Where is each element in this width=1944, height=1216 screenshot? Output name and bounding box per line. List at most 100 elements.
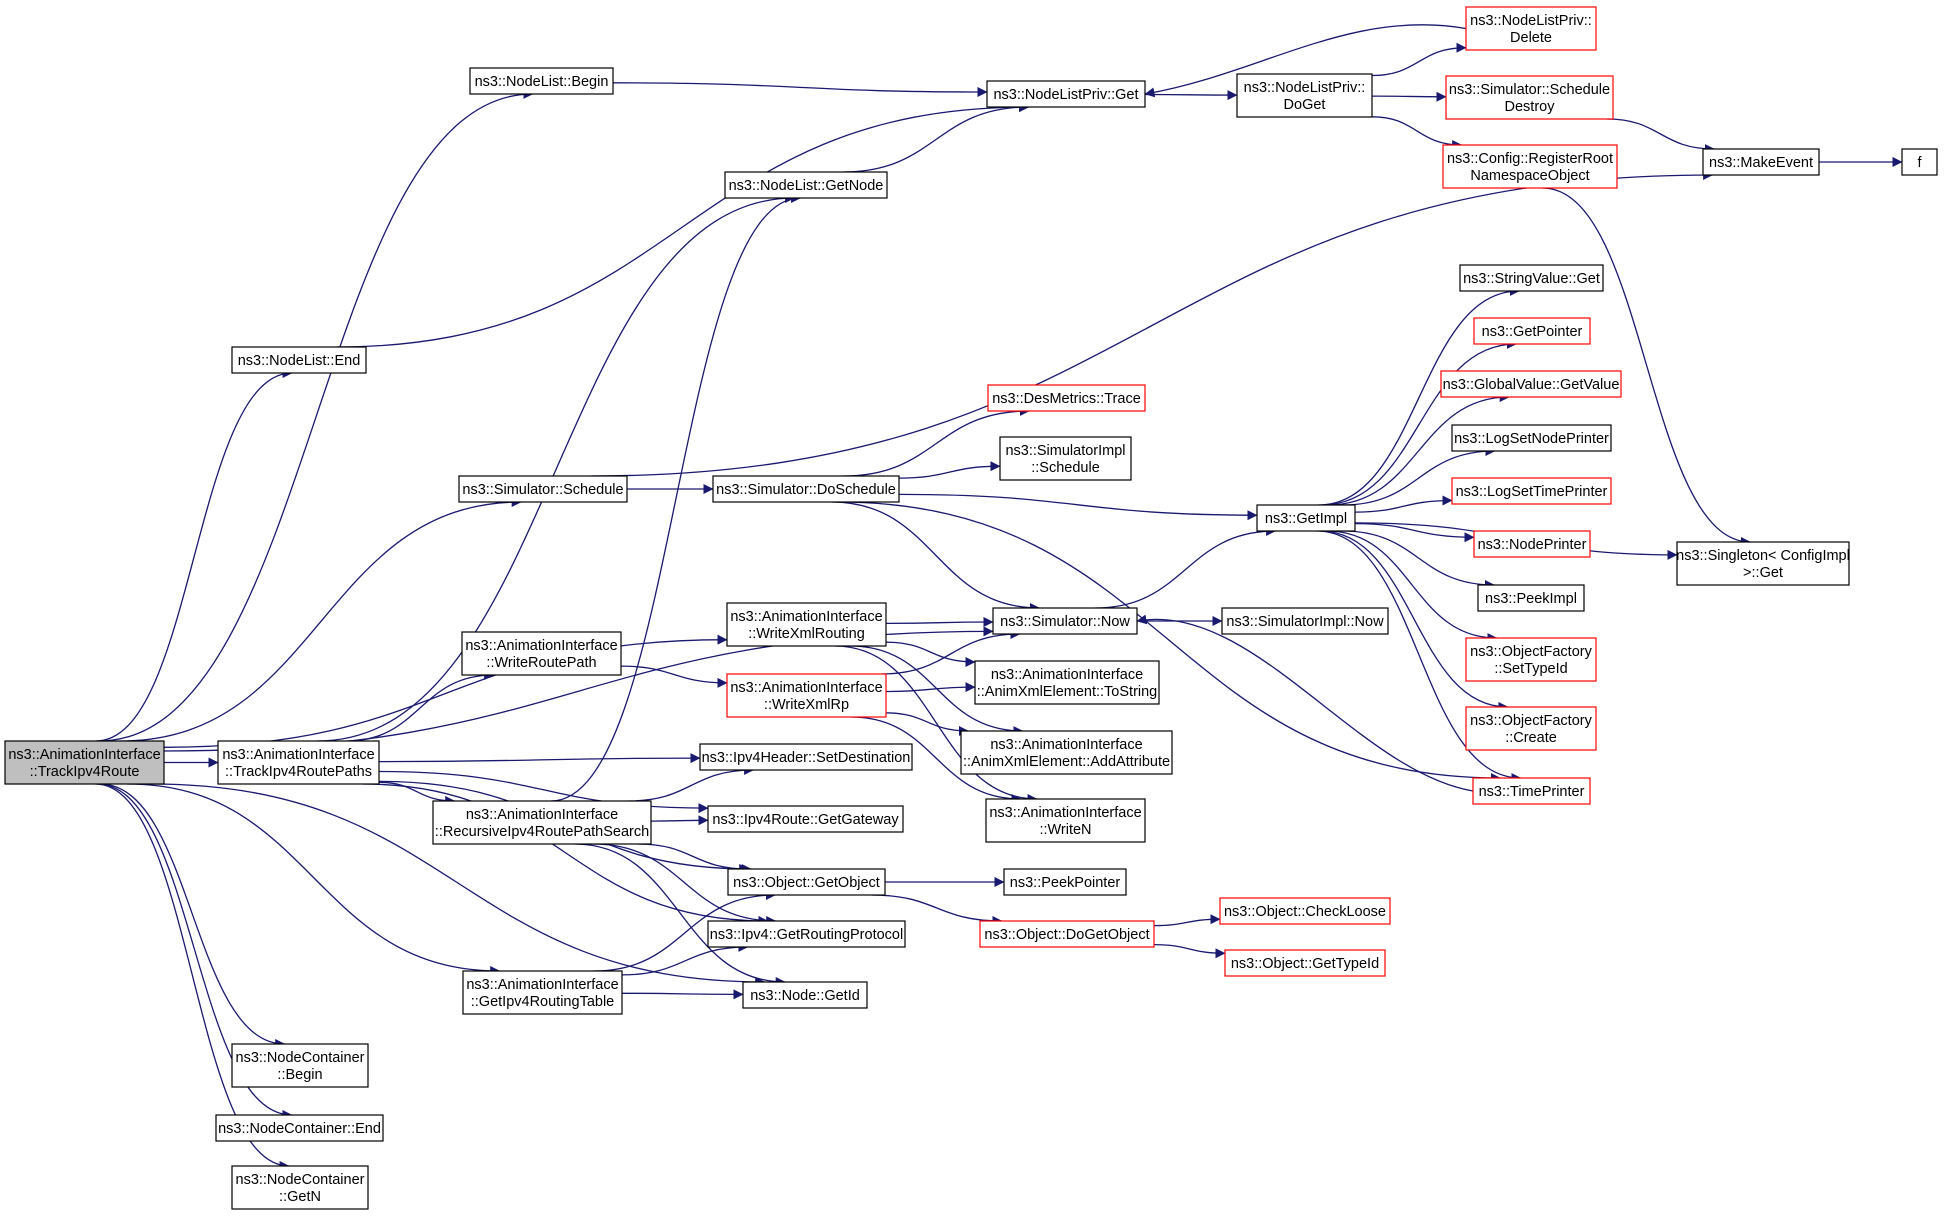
node-box: [1256, 504, 1356, 532]
node-label: ::WriteXmlRp: [764, 697, 849, 713]
graph-node-ipv4h-setdest[interactable]: ns3::Ipv4Header::SetDestination: [699, 743, 913, 771]
call-edge-sim-doschedule-to-des-trace: [843, 406, 1030, 477]
edge-path: [885, 641, 976, 667]
graph-node-write-route-path[interactable]: ns3::AnimationInterface::WriteRoutePath: [461, 631, 622, 676]
edge-path: [593, 890, 776, 972]
graph-node-nl-begin[interactable]: ns3::NodeList::Begin: [469, 67, 614, 95]
edge-path: [621, 942, 749, 976]
edge-path: [1144, 90, 1238, 101]
graph-node-node-printer[interactable]: ns3::NodePrinter: [1473, 530, 1591, 558]
node-label: ::AnimXmlElement::AddAttribute: [963, 754, 1170, 770]
graph-node-nl-getnode[interactable]: ns3::NodeList::GetNode: [724, 171, 888, 199]
graph-node-sim-schedule[interactable]: ns3::Simulator::Schedule: [458, 475, 628, 503]
graph-node-obj-gettypeid[interactable]: ns3::Object::GetTypeId: [1224, 949, 1386, 977]
edge-path: [336, 102, 1029, 348]
graph-node-sim-doschedule[interactable]: ns3::Simulator::DoSchedule: [712, 475, 900, 503]
graph-node-write-xml-routing[interactable]: ns3::AnimationInterface::WriteXmlRouting: [726, 602, 887, 647]
edge-path: [628, 765, 755, 802]
graph-node-axe-addattr[interactable]: ns3::AnimationInterface::AnimXmlElement:…: [960, 730, 1173, 775]
node-box: [727, 868, 886, 896]
graph-node-nlp-get[interactable]: ns3::NodeListPriv::Get: [986, 80, 1146, 108]
graph-node-ipv4r-getgw[interactable]: ns3::Ipv4Route::GetGateway: [707, 805, 904, 833]
call-edge-track-paths-to-nl-getnode: [317, 193, 796, 742]
node-box: [231, 346, 367, 374]
graph-node-write-n[interactable]: ns3::AnimationInterface::WriteN: [985, 798, 1146, 843]
call-edge-root-to-node-getid: [151, 783, 766, 987]
graph-node-simimpl-now[interactable]: ns3::SimulatorImpl::Now: [1221, 607, 1389, 635]
graph-node-obj-dogetobject[interactable]: ns3::Object::DoGetObject: [979, 920, 1155, 948]
node-label: ns3::SimulatorImpl: [1005, 443, 1125, 459]
graph-node-simimpl-schedule[interactable]: ns3::SimulatorImpl::Schedule: [999, 436, 1132, 481]
graph-node-of-create[interactable]: ns3::ObjectFactory::Create: [1465, 706, 1597, 751]
node-label: ns3::NodeContainer: [236, 1172, 365, 1188]
graph-node-obj-checkloose[interactable]: ns3::Object::CheckLoose: [1219, 897, 1391, 925]
call-edge-recursive-to-ipv4h-setdest: [628, 765, 755, 802]
graph-node-log-set-time[interactable]: ns3::LogSetTimePrinter: [1451, 477, 1612, 505]
graph-node-track-paths[interactable]: ns3::AnimationInterface::TrackIpv4RouteP…: [217, 740, 380, 785]
edge-path: [1326, 530, 1498, 643]
node-label: ns3::Simulator::Now: [1000, 614, 1130, 630]
graph-node-log-set-node[interactable]: ns3::LogSetNodePrinter: [1451, 424, 1612, 452]
node-label: ns3::Object::GetTypeId: [1231, 956, 1379, 972]
nodes-layer: ns3::AnimationInterface::TrackIpv4Routen…: [4, 6, 1938, 1210]
graph-node-nlp-delete[interactable]: ns3::NodeListPriv::Delete: [1465, 6, 1597, 51]
graph-node-gv-getvalue[interactable]: ns3::GlobalValue::GetValue: [1440, 370, 1622, 398]
graph-node-get-impl[interactable]: ns3::GetImpl: [1256, 504, 1356, 532]
node-label: ns3::AnimationInterface: [991, 667, 1143, 683]
call-edge-root-to-nc-getn: [95, 783, 290, 1171]
edge-path: [881, 629, 1021, 675]
graph-node-peek-pointer[interactable]: ns3::PeekPointer: [1003, 868, 1127, 896]
node-box: [979, 920, 1155, 948]
call-edge-obj-dogetobject-to-obj-gettypeid: [1153, 943, 1226, 959]
node-label: ns3::ObjectFactory: [1470, 644, 1592, 660]
call-edge-recursive-to-ipv4-getrp: [592, 843, 777, 926]
graph-node-get-rt[interactable]: ns3::AnimationInterface::GetIpv4RoutingT…: [462, 970, 623, 1015]
edge-path: [378, 753, 701, 764]
node-label: ns3::NodeListPriv::: [1470, 13, 1592, 29]
call-edge-nl-end-to-nlp-get: [336, 102, 1029, 348]
graph-node-singleton-get[interactable]: ns3::Singleton< ConfigImpl>::Get: [1676, 541, 1850, 586]
edge-path: [1095, 526, 1277, 609]
graph-node-get-pointer[interactable]: ns3::GetPointer: [1473, 317, 1591, 345]
edge-path: [95, 783, 290, 1171]
graph-node-f-node[interactable]: f: [1901, 148, 1938, 176]
graph-node-des-trace[interactable]: ns3::DesMetrics::Trace: [987, 384, 1146, 412]
graph-node-nc-begin[interactable]: ns3::NodeContainer::Begin: [231, 1043, 369, 1088]
graph-node-obj-getobject[interactable]: ns3::Object::GetObject: [727, 868, 886, 896]
graph-node-recursive[interactable]: ns3::AnimationInterface::RecursiveIpv4Ro…: [432, 800, 652, 845]
graph-node-of-settypeid[interactable]: ns3::ObjectFactory::SetTypeId: [1465, 637, 1597, 682]
graph-node-nc-getn[interactable]: ns3::NodeContainer::GetN: [231, 1165, 369, 1210]
graph-node-sim-now[interactable]: ns3::Simulator::Now: [992, 607, 1138, 635]
graph-node-string-get[interactable]: ns3::StringValue::Get: [1459, 264, 1604, 292]
edge-path: [1542, 187, 1751, 547]
graph-node-node-getid[interactable]: ns3::Node::GetId: [742, 981, 868, 1009]
call-edge-get-impl-to-of-create: [1319, 530, 1509, 712]
node-label: ns3::AnimationInterface: [465, 638, 617, 654]
graph-node-nl-end[interactable]: ns3::NodeList::End: [231, 346, 367, 374]
graph-node-write-xml-rp[interactable]: ns3::AnimationInterface::WriteXmlRp: [726, 673, 887, 718]
node-box: [1451, 424, 1612, 452]
graph-node-nlp-doget[interactable]: ns3::NodeListPriv::DoGet: [1236, 73, 1373, 118]
node-box: [461, 631, 622, 676]
node-label: ns3::Ipv4::GetRoutingProtocol: [710, 927, 903, 943]
edge-path: [1144, 24, 1467, 98]
node-label: ns3::PeekPointer: [1010, 875, 1121, 891]
graph-node-ipv4-getrp[interactable]: ns3::Ipv4::GetRoutingProtocol: [707, 920, 906, 948]
graph-node-peek-impl[interactable]: ns3::PeekImpl: [1477, 584, 1585, 612]
graph-node-make-event[interactable]: ns3::MakeEvent: [1702, 148, 1820, 176]
graph-node-nc-end[interactable]: ns3::NodeContainer::End: [215, 1114, 384, 1142]
edge-path: [550, 193, 802, 802]
graph-node-time-printer[interactable]: ns3::TimePrinter: [1472, 777, 1591, 805]
node-label: ns3::AnimationInterface: [989, 805, 1141, 821]
call-edge-sim-doschedule-to-sim-now: [831, 501, 1040, 613]
edge-path: [885, 712, 969, 736]
node-box: [1442, 144, 1618, 189]
call-edge-recursive-to-nl-getnode: [550, 193, 802, 802]
node-label: ::WriteXmlRouting: [748, 626, 865, 642]
edge-path: [898, 461, 1001, 479]
graph-node-axe-tostring[interactable]: ns3::AnimationInterface::AnimXmlElement:…: [974, 660, 1160, 705]
node-box: [458, 475, 628, 503]
node-box: [1219, 897, 1391, 925]
